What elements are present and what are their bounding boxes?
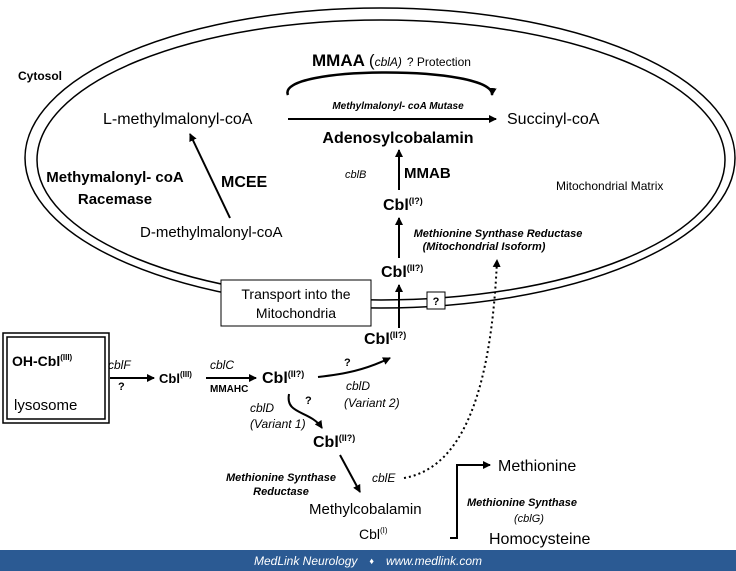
footer-url[interactable]: www.medlink.com [385,553,482,568]
msr-line1: Methionine Synthase [226,472,336,484]
lysosome-inner-box [6,336,106,420]
homocysteine: Homocysteine [489,531,590,548]
cbld-variant1-label: cblD [250,401,274,415]
d-methylmalonyl-coa: D-methylmalonyl-coA [140,224,283,241]
transport-box [220,279,372,327]
transport-unknown-box [426,291,446,310]
cbl-ii-mito: Cbl(II?) [381,263,423,281]
succinyl-coa: Succinyl-coA [507,111,600,128]
methionine: Methionine [498,458,576,475]
methylcobalamin: Methylcobalamin [309,501,422,518]
cbl-ii-lower: Cbl(II?) [313,433,355,451]
mmab-label: MMAB [404,165,451,182]
mutase-reaction-arrow [286,71,497,96]
transport-line2: Mitochondria [256,305,336,321]
msr-line2: Reductase [253,486,309,498]
msr-mito-line2: (Mitochondrial Isoform) [423,241,546,253]
ms-label: Methionine Synthase [467,497,577,509]
lysosome-outer-box [2,332,110,424]
lysosome-label: lysosome [14,397,77,414]
mmahc-label: MMAHC [210,384,248,395]
cbl-ii-upper: Cbl(II?) [364,330,406,348]
racemase-name-line2: Racemase [78,191,152,208]
footer-brand: MedLink Neurology [253,553,358,568]
oh-cbl: OH-Cbl(III) [12,353,73,369]
cblg-label: (cblG) [514,513,544,525]
cblf-label: cblF [108,358,131,372]
mitochondrion-inner-membrane [36,19,726,301]
methionine-synthase-bracket [450,461,491,539]
variant1-label: (Variant 1) [250,417,306,431]
variant2-label: (Variant 2) [344,396,400,410]
transport-unknown: ? [433,296,440,308]
cblb-label: cblB [345,169,366,181]
mutase-label: Methylmalonyl- coA Mutase [332,101,464,112]
variant1-arrow [287,393,323,429]
q-variant2: ? [344,357,351,369]
footer-separator-icon: ♦ [369,555,374,566]
cytosol-label: Cytosol [18,69,62,83]
cble-label: cblE [372,471,396,485]
transport-line1: Transport into the [241,286,350,302]
racemase-name-line1: Methymalonyl- coA [46,169,184,186]
mcee-label: MCEE [221,174,268,191]
footer-bar: MedLink Neurology ♦ www.medlink.com [0,550,736,571]
cblc-label: cblC [210,358,234,372]
cbld-variant2-label: cblD [346,379,370,393]
l-methylmalonyl-coa: L-methylmalonyl-coA [103,111,253,128]
d-to-l-arrow [189,133,231,219]
cbl-iii: Cbl(III) [159,370,192,386]
variant2-arrow [317,357,391,378]
mitochondrion-outer-membrane [24,7,736,309]
q-cblf: ? [118,381,125,393]
cobalamin-pathway-diagram: Cytosol Mitochondrial Matrix MMAA(cblA)?… [2,7,736,548]
q-variant1: ? [305,395,312,407]
cbl-ii-to-methylcobalamin-arrow [339,454,361,493]
cble-dotted-link [403,259,501,479]
cbl-i: Cbl(I) [359,526,388,542]
cbl-ii-central: Cbl(II?) [262,369,304,387]
adenosylcobalamin: Adenosylcobalamin [322,130,473,147]
mitochondrial-matrix-label: Mitochondrial Matrix [556,179,663,193]
mmaa-label: MMAA(cblA)? Protection [312,51,471,70]
msr-mito-line1: Methionine Synthase Reductase [414,228,583,240]
cbl-i-mito: Cbl(I?) [383,196,423,214]
